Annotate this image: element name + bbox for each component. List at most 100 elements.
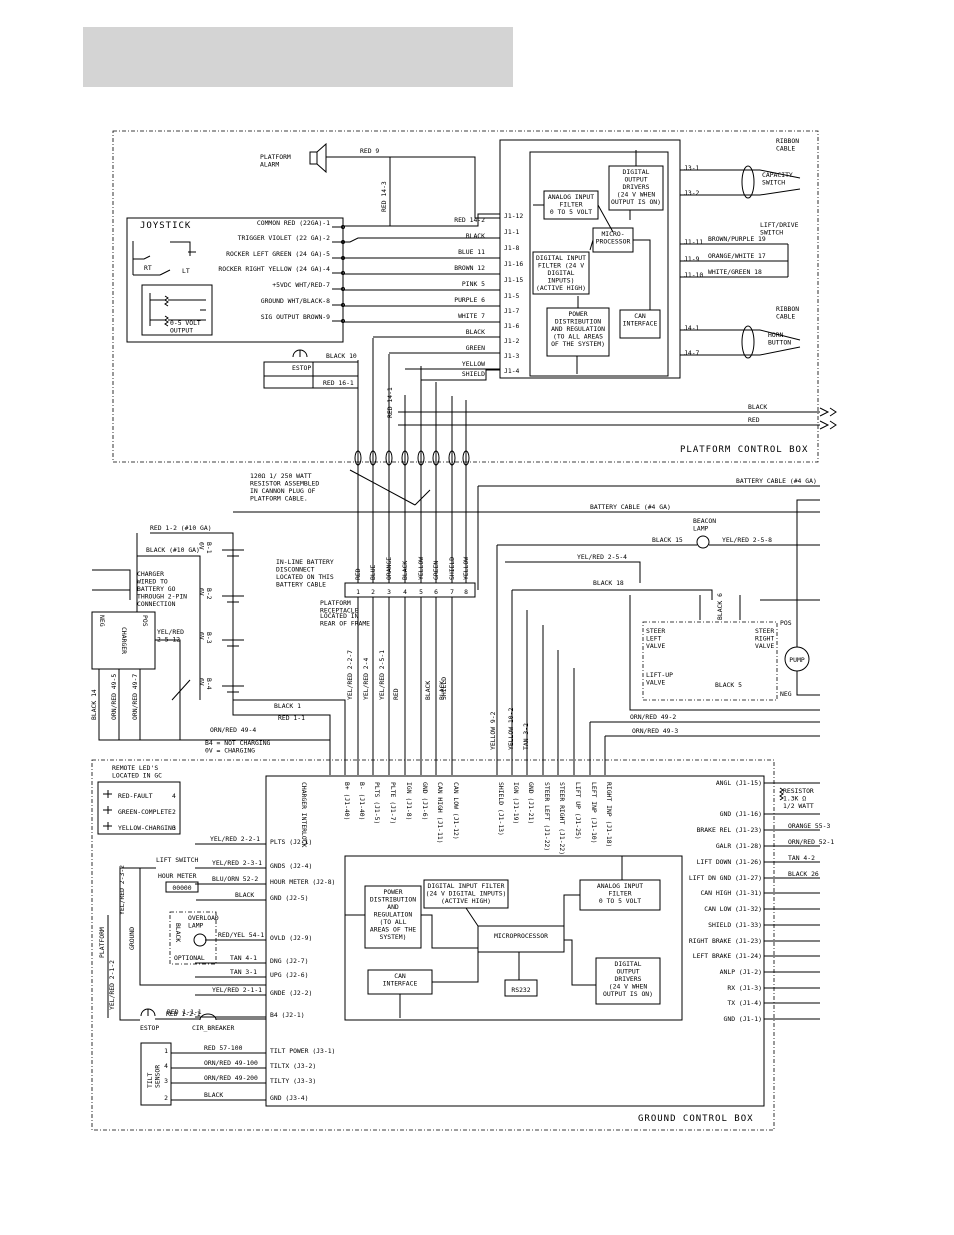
platform-right-wire-0: BROWN/PURPLE 19 — [708, 235, 766, 243]
platform-block-5 — [619, 309, 661, 339]
ground-left-wire-0: YEL/RED 2-2-1 — [210, 835, 260, 843]
led-pin-2: 3 — [172, 824, 176, 832]
ground-estop-label: ESTOP — [140, 1024, 159, 1032]
ground-left-wire-6: TAN 3-1 — [230, 968, 257, 976]
joystick-pin-1: COMMON RED (22GA)-1 — [257, 219, 330, 227]
led-label-0: RED-FAULT — [118, 792, 153, 800]
ground-box-title: GROUND CONTROL BOX — [638, 1114, 754, 1124]
header-band — [83, 27, 513, 87]
led-label-1: GREEN-COMPLETE — [118, 808, 172, 816]
ground-black-label: BLACK — [174, 923, 182, 942]
ground-yelred232: YEL/RED 2-3-2 — [118, 865, 126, 915]
plug-pin-2: 3 — [387, 588, 391, 596]
ground-block-5 — [504, 979, 538, 997]
platform-switch-label: PLATFORM — [98, 927, 106, 958]
ground-right-pin-3: GALR (J1-28) — [716, 842, 762, 850]
plug-color-0: RED — [354, 568, 362, 580]
ground-top-pin-11: GND (J1-21) — [527, 782, 535, 824]
harness-wire-8: GREEN — [466, 344, 485, 352]
battery-cell-label-0: B-16V — [198, 542, 214, 554]
platform-right-pin-2: J1-11 — [684, 238, 703, 246]
circuit-breaker-icon — [199, 1013, 217, 1021]
battery-cell-label-2: B-36V — [198, 632, 214, 644]
plug-connector-5 — [432, 450, 440, 466]
hour-meter-display: 00000 — [172, 884, 191, 892]
ground-top-pin-16: RIGHT INP (J1-18) — [605, 782, 613, 847]
plug-color-2: ORANGE — [385, 557, 393, 580]
ground-right-pin-2: BRAKE REL (J1-23) — [697, 826, 762, 834]
hyd-ground-wire-0: YELLOW 9-2 — [489, 711, 497, 750]
hyd-black6: BLACK 6 — [716, 593, 724, 620]
ground-left-pin-5: DNG (J2-7) — [270, 957, 308, 965]
led-icon-2 — [103, 822, 112, 830]
ground-block-text-1: DIGITAL INPUT FILTER(24 V DIGITAL INPUTS… — [426, 882, 507, 905]
ground-block-text-3: MICROPROCESSOR — [494, 932, 548, 940]
ground-left-pin-2: HOUR METER (J2-8) — [270, 878, 335, 886]
ground-left-wire-1: YEL/RED 2-3-1 — [212, 859, 262, 867]
harness-wire-3: BROWN 12 — [454, 264, 485, 272]
platform-module-inner — [529, 151, 669, 377]
harness-wire-7: BLACK — [466, 328, 485, 336]
ground-top-pin-0: CHARGER INTERLOCK — [300, 782, 308, 848]
alarm-wire-red143: RED 14-3 — [380, 181, 388, 212]
harness-wire-2: BLUE 11 — [458, 248, 485, 256]
ground-top-pin-8: CAN LOW (J1-12) — [452, 782, 460, 840]
ground-left-wire-7: YEL/RED 2-1-1 — [212, 986, 262, 994]
ground-right-pin-12: RX (J1-3) — [727, 984, 762, 992]
hyd-ornred492: ORN/RED 49-2 — [630, 713, 676, 721]
harness-pin-6: J1-7 — [504, 307, 520, 315]
plug-connector-4 — [417, 450, 425, 466]
plug-pin-7: 8 — [464, 588, 468, 596]
hyd-black5: BLACK 5 — [715, 681, 742, 689]
battery-cell-label-3: B-46V — [198, 678, 214, 690]
overload-lamp-icon — [193, 933, 207, 947]
hyd-black15: BLACK 15 — [652, 536, 683, 544]
exit-wire-red: RED — [748, 416, 760, 424]
pump-pos: POS — [780, 619, 792, 627]
led-pin-1: 2 — [172, 808, 176, 816]
joystick-rt-label: RT — [144, 264, 152, 272]
battery-black1: BLACK 1 — [274, 702, 301, 710]
platform-estop: ESTOP — [263, 349, 314, 389]
hour-meter-display-box — [165, 881, 199, 893]
platform-right-pin-5: J4-1 — [684, 324, 700, 332]
ground-left-pin-1: GNDS (J2-4) — [270, 862, 312, 870]
tilt-pin-0: TILT POWER (J3-1) — [270, 1047, 335, 1055]
harness-wire-6: WHITE 7 — [458, 312, 485, 320]
harness-pin-1: J1-1 — [504, 228, 520, 236]
ground-right-pin-4: LIFT DOWN (J1-26) — [697, 858, 762, 866]
battery-cell-0 — [222, 549, 244, 557]
harness-wire-10: SHIELD — [462, 370, 485, 378]
hyd-ground-wire-1: YELLOW 10-2 — [507, 708, 515, 750]
plug-pin-5: 6 — [434, 588, 438, 596]
harness-wire-4: PINK 5 — [462, 280, 485, 288]
tilt-pin-1: TILTX (J3-2) — [270, 1062, 316, 1070]
harness-pin-3: J1-16 — [504, 260, 523, 268]
estop-wire-red161: RED 16-1 — [323, 379, 354, 387]
hyd-ground-wire-2: TAN 3-2 — [522, 723, 530, 750]
ground-estop-icon — [140, 1008, 156, 1017]
battery-cable-lower: BATTERY CABLE (#4 GA) — [590, 503, 671, 511]
beacon-lamp-icon — [696, 535, 710, 549]
ground-left-pin-7: GNDE (J2-2) — [270, 989, 312, 997]
ground-right-pin-10: LEFT BRAKE (J1-24) — [693, 952, 762, 960]
ground-left-pin-6: UPG (J2-6) — [270, 971, 308, 979]
valve-block — [642, 621, 778, 701]
ground-top-pin-6: GND (J1-6) — [421, 782, 429, 820]
joystick-lt-label: LT — [182, 267, 190, 275]
joystick-title: JOYSTICK — [140, 221, 191, 231]
harness-pin-4: J1-15 — [504, 276, 523, 284]
battery-side-wire-0: BLACK 14 — [90, 689, 98, 720]
ground-top-pin-7: CAN HIGH (J1-11) — [436, 782, 444, 844]
ground-top-pin-14: LIFT UP (J1-25) — [574, 782, 582, 840]
circuit-breaker-label: CIR_BREAKER — [192, 1024, 234, 1032]
led-icon-1 — [103, 806, 112, 814]
